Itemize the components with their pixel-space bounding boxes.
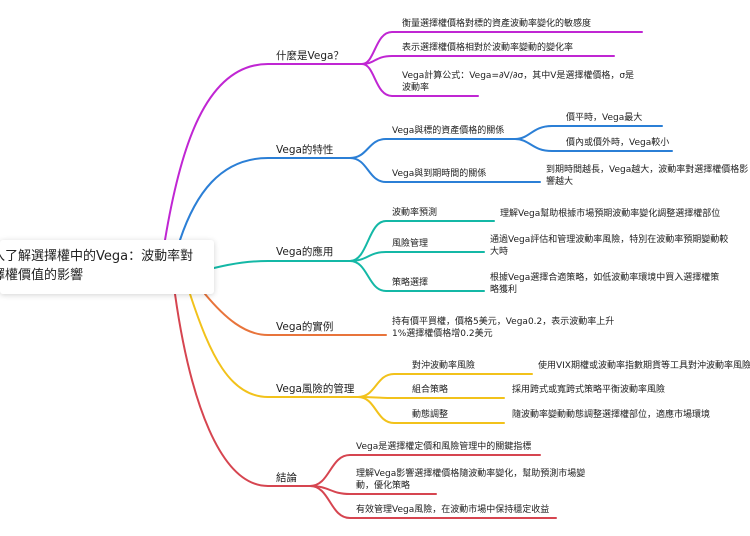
branch-example[interactable]: Vega的實例 <box>276 321 334 333</box>
sub-traits-price[interactable]: Vega與標的資產價格的關係 <box>392 126 505 136</box>
leaf-risk-hedge[interactable]: 使用VIX期權或波動率指數期貨等工具對沖波動率風險 <box>538 361 750 371</box>
leaf-conclusion-1[interactable]: Vega是選擇權定價和風險管理中的關鍵指標 <box>356 442 532 452</box>
edge-apply-strategy <box>349 260 463 292</box>
branch-applications[interactable]: Vega的應用 <box>276 246 334 258</box>
root-topic[interactable]: 入了解選擇權中的Vega：波動率對 擇權價值的影響 <box>0 240 214 294</box>
edge-conclusion-1 <box>309 454 541 487</box>
branch-risk-management[interactable]: Vega風險的管理 <box>276 383 355 395</box>
edge-root-traits <box>179 157 351 241</box>
edge-root-what-is-vega <box>164 63 363 241</box>
leaf-apply-strategy[interactable]: 根據Vega選擇合適策略，如低波動率環境中買入選擇權策略獲利 <box>490 273 720 295</box>
edge-what-3 <box>361 63 479 97</box>
sub-risk-dynamic[interactable]: 動態調整 <box>412 410 449 420</box>
leaf-risk-combo[interactable]: 採用跨式或寬跨式策略平衡波動率風險 <box>512 385 666 395</box>
branch-traits[interactable]: Vega的特性 <box>276 144 334 156</box>
leaf-apply-forecast[interactable]: 理解Vega幫助根據市場預期波動率變化調整選擇權部位 <box>500 209 721 219</box>
sub-risk-hedge[interactable]: 對沖波動率風險 <box>412 361 476 371</box>
leaf-conclusion-2[interactable]: 理解Vega影響選擇權價格隨波動率變化，幫助預測市場變動，優化策略 <box>356 469 586 491</box>
edge-root-apply <box>213 260 351 269</box>
edge-traits-time <box>349 157 491 183</box>
edge-what-2 <box>361 55 615 65</box>
edge-traits-price <box>349 138 516 159</box>
edge-root-conclusion <box>174 293 311 487</box>
leaf-what-1[interactable]: 衡量選擇權價格對標的資產波動率變化的敏感度 <box>402 19 592 29</box>
sub-apply-strategy[interactable]: 策略選擇 <box>392 278 429 288</box>
root-title-line2: 擇權價值的影響 <box>0 268 84 283</box>
sub-apply-risk[interactable]: 風險管理 <box>392 239 429 249</box>
branch-what-is-vega[interactable]: 什麼是Vega？ <box>276 50 344 62</box>
leaf-example[interactable]: 持有價平買權，價格5美元，Vega0.2，表示波動率上升1%選擇權價格增0.2美… <box>392 317 615 339</box>
leaf-what-3[interactable]: Vega計算公式：Vega=∂V/∂σ，其中V是選擇權價格，σ是波動率 <box>402 71 635 93</box>
sub-traits-time[interactable]: Vega與到期時間的關係 <box>392 169 487 179</box>
leaf-price-atm[interactable]: 價平時，Vega最大 <box>566 113 643 123</box>
leaf-risk-dynamic[interactable]: 隨波動率變動動態調整選擇權部位，適應市場環境 <box>512 410 711 420</box>
leaf-price-itm[interactable]: 價內或價外時，Vega較小 <box>566 138 670 148</box>
branch-conclusion[interactable]: 結論 <box>276 472 297 484</box>
leaf-apply-risk[interactable]: 通過Vega評估和管理波動率風險，特別在波動率預期變動較大時 <box>490 235 729 257</box>
sub-apply-forecast[interactable]: 波動率預測 <box>392 208 438 218</box>
leaf-conclusion-3[interactable]: 有效管理Vega風險，在波動市場中保持穩定收益 <box>356 505 550 515</box>
edge-conclusion-3 <box>309 485 557 519</box>
edge-root-riskmgmt <box>189 293 359 398</box>
sub-risk-combo[interactable]: 組合策略 <box>412 385 449 395</box>
edge-apply-risk <box>349 251 463 262</box>
edge-riskmgmt-dynamic <box>357 396 471 424</box>
leaf-what-2[interactable]: 表示選擇權價格相對於波動率變動的變化率 <box>402 43 574 53</box>
edge-price-itm <box>514 138 673 152</box>
root-title-line1: 入了解選擇權中的Vega：波動率對 <box>0 249 194 264</box>
edge-riskmgmt-combo <box>357 396 471 399</box>
edge-root-example <box>204 293 359 336</box>
leaf-time-longer[interactable]: 到期時間越長，Vega越大，波動率對選擇權價格影響越大 <box>546 165 749 187</box>
